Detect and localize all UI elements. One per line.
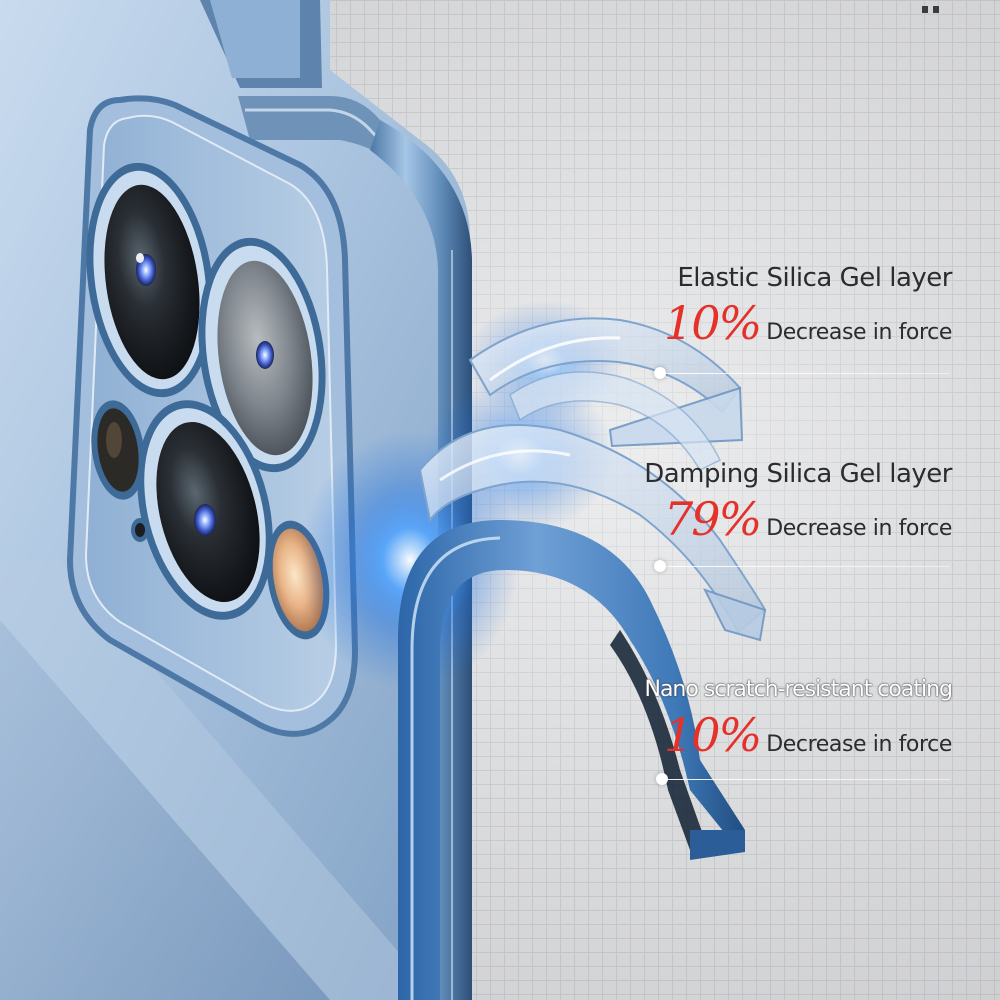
callout-description: Decrease in force — [766, 516, 952, 541]
callout-percent: 79% — [663, 492, 762, 546]
callout-percent: 10% — [663, 296, 762, 350]
callout-description: Decrease in force — [766, 732, 952, 757]
marker-dot-1 — [654, 367, 666, 379]
callout-stat: 79%Decrease in force — [592, 494, 952, 556]
corner-marks — [922, 0, 962, 13]
marker-dot-3 — [656, 773, 668, 785]
leader-line-3 — [662, 779, 950, 780]
callout-title: Elastic Silica Gel layer — [677, 263, 952, 293]
leader-line-2 — [660, 566, 950, 567]
callout-description: Decrease in force — [766, 320, 952, 345]
callout-stat: 10%Decrease in force — [592, 298, 952, 360]
callout-title: Damping Silica Gel layer — [644, 459, 952, 489]
callout-elastic-layer: Elastic Silica Gel layer 10%Decrease in … — [592, 262, 953, 360]
marker-dot-2 — [654, 560, 666, 572]
leader-line-1 — [660, 373, 950, 374]
callout-stat: 10%Decrease in force — [592, 710, 952, 772]
callout-percent: 10% — [663, 708, 762, 762]
callout-title: Nano scratch-resistant coating — [644, 677, 953, 702]
callout-damping-layer: Damping Silica Gel layer 79%Decrease in … — [592, 458, 952, 556]
callout-nano-coating: Nano scratch-resistant coating 10%Decrea… — [592, 674, 953, 772]
